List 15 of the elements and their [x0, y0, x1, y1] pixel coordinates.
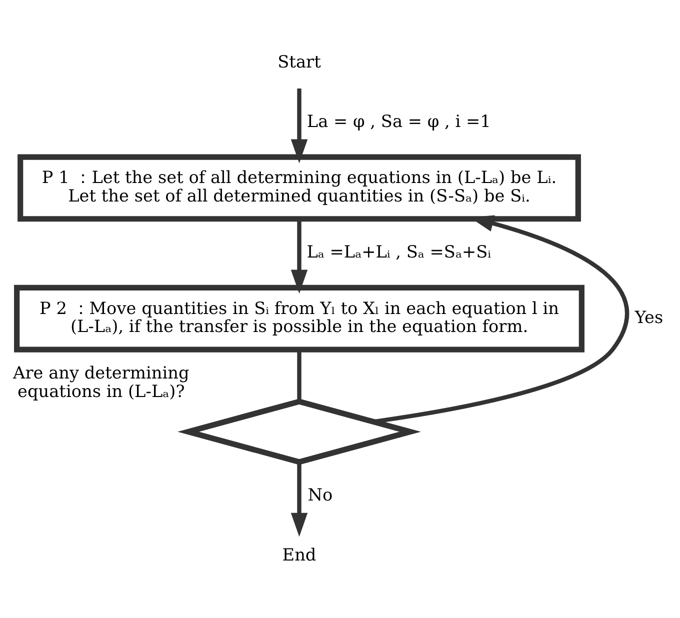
arrow — [290, 88, 308, 163]
edge-label: No — [308, 484, 333, 504]
arrow — [290, 462, 308, 536]
node-diamond — [178, 398, 421, 464]
node-text: Start — [278, 50, 321, 71]
connector — [297, 349, 302, 401]
edge-label: Yes — [634, 306, 664, 326]
node-text: End — [282, 544, 316, 564]
node-box: P 2 ：Move quantities in Sᵢ from Yₗ to Xₗ in each equation l in (L-Lₐ), if the transfer is possible in the equation form. — [14, 284, 584, 352]
node-box: P 1 ：Let the set of all determining equations in (L-Lₐ) be Lᵢ. Let the set of all determined quantities in (S-Sₐ) be Sᵢ. — [18, 154, 581, 222]
edge-label: Lₐ =Lₐ+Lᵢ , Sₐ =Sₐ+Sᵢ — [306, 241, 492, 262]
edge-label: La = φ , Sa = φ , i =1 — [306, 110, 491, 130]
arrow — [290, 218, 308, 294]
arrow — [373, 214, 629, 424]
node-label: Are any determining equations in (L-Lₐ)? — [13, 362, 190, 400]
